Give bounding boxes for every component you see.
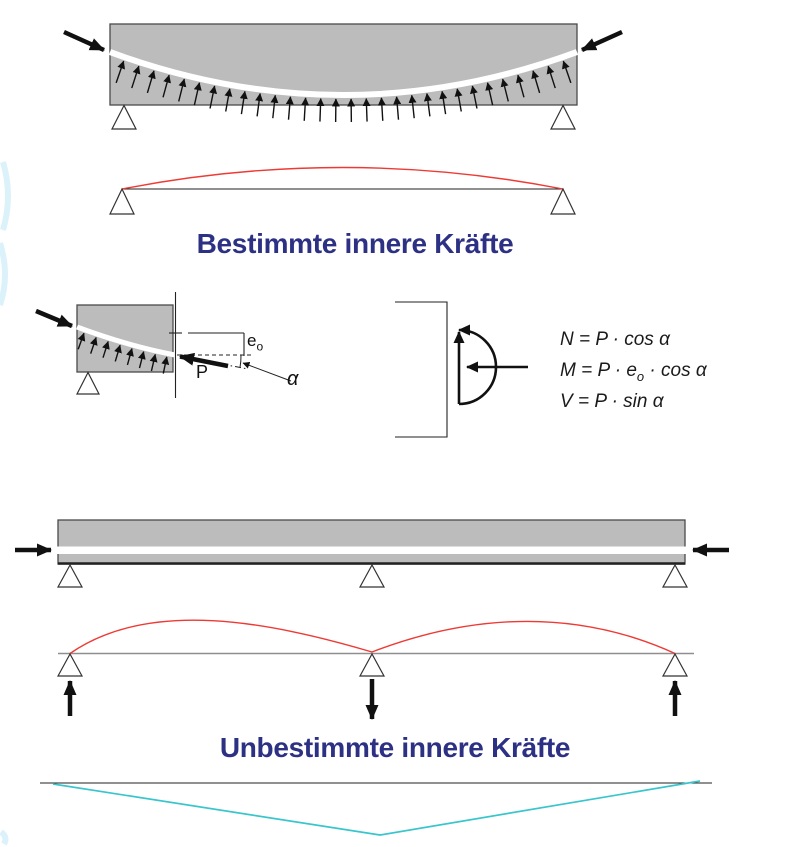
deviation-arrow (531, 70, 541, 94)
deviation-arrow (115, 60, 125, 84)
beam-end-cut-detail (35, 292, 292, 398)
section-title-indeterminate: Unbestimmte innere Kräfte (219, 732, 571, 763)
anchor-force-arrow (35, 308, 73, 329)
deviation-arrow (255, 93, 264, 117)
angle-alpha-label: α (287, 368, 299, 390)
angle-arc (239, 354, 242, 368)
deviation-arrow (469, 85, 478, 109)
anchor-force-arrow-right (581, 29, 623, 53)
deviation-arrow (562, 60, 572, 84)
deviation-arrow (546, 65, 556, 89)
pin-support-icon (109, 187, 135, 215)
prestressed-simple-beam (63, 23, 623, 130)
deviation-arrow (126, 348, 134, 366)
pin-support-icon (661, 652, 689, 677)
prestress-force-arrow (179, 352, 229, 369)
free-body-symbol (395, 301, 528, 438)
tendon-curve (108, 49, 579, 98)
deviation-arrow (178, 78, 187, 102)
deviation-arrow (209, 85, 218, 109)
pin-support-icon (661, 563, 689, 588)
deviation-arrow (454, 88, 463, 112)
formula-moment: M = P · eo · cos α (560, 360, 707, 384)
deviation-arrow (377, 97, 386, 121)
concrete-beam (57, 519, 686, 565)
pin-support-icon (550, 187, 576, 215)
deviation-arrow (239, 90, 248, 115)
pin-support-icon (550, 104, 576, 130)
slide-background-artifact (0, 161, 11, 846)
pin-support-icon (76, 371, 100, 395)
deviation-arrow (285, 96, 294, 120)
deviation-arrow (500, 78, 509, 102)
deviation-arrow (316, 98, 325, 122)
straight-tendon (56, 546, 687, 554)
deviation-arrow (102, 340, 110, 358)
tendon-axis-dashdot (181, 356, 249, 370)
eccentricity-subscript: o (256, 339, 264, 354)
pin-support-icon (111, 104, 137, 130)
anchor-force-arrow-left (63, 29, 105, 53)
deviation-arrow (485, 82, 494, 106)
deviation-arrow (362, 98, 371, 122)
secondary-moment-diagram (40, 780, 712, 836)
camber-curve (121, 166, 564, 190)
section-bracket (395, 301, 448, 438)
deviation-arrow (131, 65, 141, 89)
force-p-label: P (196, 362, 209, 382)
deviation-arrow (224, 88, 233, 112)
continuous-beam (15, 519, 729, 588)
deviation-arrow (301, 97, 310, 121)
formula-shear-force: V = P · sin α (560, 391, 664, 412)
deviation-arrow (89, 337, 98, 354)
deviation-arrow (516, 74, 525, 98)
beam-segment (76, 304, 174, 373)
pin-support-icon (358, 563, 386, 588)
pin-support-icon (56, 652, 84, 677)
continuous-beam-deflection (56, 619, 694, 720)
deviation-arrow (161, 356, 170, 374)
deviation-arrow (193, 82, 202, 106)
deviation-arrow (162, 74, 171, 98)
moment-diagram-line (52, 780, 701, 836)
deviation-force-arrows (77, 332, 170, 374)
deviation-arrow (149, 353, 158, 372)
deviation-arrow (114, 344, 122, 362)
pin-support-icon (358, 652, 386, 677)
deflection-curve (69, 619, 676, 655)
angle-leader-line (242, 362, 292, 382)
simple-beam-deflection (109, 166, 576, 215)
eccentricity-base: e (247, 331, 257, 350)
tendon-curve (76, 324, 176, 358)
pin-support-icon (56, 563, 84, 588)
deviation-arrow (393, 96, 402, 120)
deviation-arrow (270, 94, 279, 119)
concrete-beam (109, 23, 578, 106)
deviation-arrow (423, 93, 432, 117)
deviation-arrow (439, 90, 448, 115)
eccentricity-label: eo (247, 331, 263, 353)
deviation-force-arrows (115, 60, 572, 122)
deviation-arrow (146, 70, 156, 94)
formula-normal-force: N = P · cos α (560, 329, 670, 350)
deviation-arrow (137, 351, 146, 369)
deviation-arrow (408, 94, 417, 119)
section-title-determinate: Bestimmte innere Kräfte (196, 228, 514, 259)
deviation-arrow (77, 332, 86, 350)
moment-arrow (458, 324, 498, 406)
